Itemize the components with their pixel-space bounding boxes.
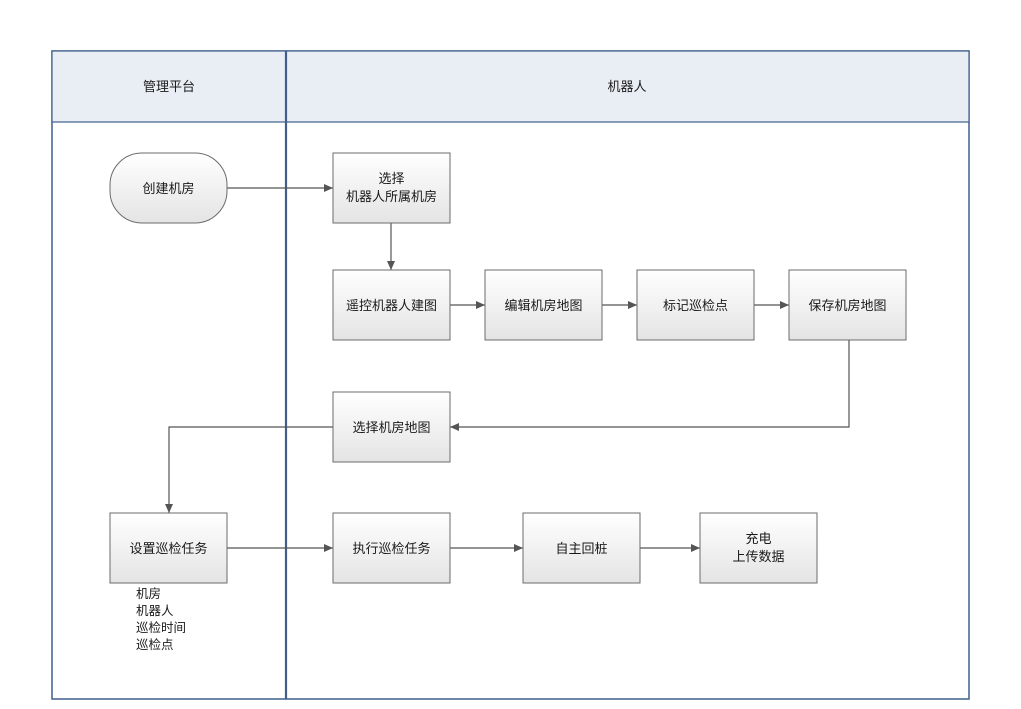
node-label-line2: 机器人所属机房 xyxy=(346,189,437,205)
node-layer: 创建机房 选择 机器人所属机房 遥控机器人建图 编辑机房地图 标记巡检点 保存机… xyxy=(109,152,907,584)
node-label-line2: 上传数据 xyxy=(732,550,784,565)
task-param-item: 机器人 xyxy=(136,603,174,618)
node-select-map: 选择机房地图 xyxy=(332,391,451,463)
task-params-note: 机房 机器人 巡检时间 巡检点 xyxy=(136,586,186,652)
lane-header-robot xyxy=(285,50,970,123)
pool-frame xyxy=(51,50,970,700)
node-edit-map: 编辑机房地图 xyxy=(484,269,603,341)
node-label-line1: 充电 xyxy=(745,531,771,547)
task-param-item: 巡检点 xyxy=(136,637,174,652)
node-label: 选择机房地图 xyxy=(352,420,430,436)
node-label: 遥控机器人建图 xyxy=(346,299,437,314)
node-set-task: 设置巡检任务 xyxy=(109,512,228,584)
edge-save-map-to-select-map xyxy=(450,340,850,431)
task-param-item: 机房 xyxy=(136,586,161,601)
node-mark-points: 标记巡检点 xyxy=(636,269,755,341)
node-label: 编辑机房地图 xyxy=(504,298,582,314)
connector-layer xyxy=(165,184,850,552)
node-label: 保存机房地图 xyxy=(808,298,886,314)
node-label: 设置巡检任务 xyxy=(129,541,207,557)
node-label-line1: 选择 xyxy=(378,172,404,187)
node-label: 创建机房 xyxy=(142,181,194,197)
lane-title-platform: 管理平台 xyxy=(143,80,195,95)
node-save-map: 保存机房地图 xyxy=(788,269,907,341)
node-dock: 自主回桩 xyxy=(522,512,641,584)
node-label: 执行巡检任务 xyxy=(352,541,430,557)
lane-platform: 管理平台 xyxy=(51,50,287,123)
lane-robot: 机器人 xyxy=(285,50,970,123)
lane-header-platform xyxy=(51,50,287,123)
task-param-item: 巡检时间 xyxy=(136,620,186,635)
node-remote-build: 遥控机器人建图 xyxy=(332,269,451,341)
lane-title-robot: 机器人 xyxy=(607,80,646,95)
swimlane-pool: 管理平台 机器人 xyxy=(51,50,970,700)
node-create-room: 创建机房 xyxy=(109,152,228,224)
node-label: 标记巡检点 xyxy=(663,299,728,314)
node-select-room: 选择 机器人所属机房 xyxy=(332,152,451,224)
node-exec-task: 执行巡检任务 xyxy=(332,512,451,584)
node-label: 自主回桩 xyxy=(555,542,607,557)
edge-select-map-to-set-task xyxy=(165,426,333,513)
node-charge-upload: 充电 上传数据 xyxy=(699,512,818,584)
